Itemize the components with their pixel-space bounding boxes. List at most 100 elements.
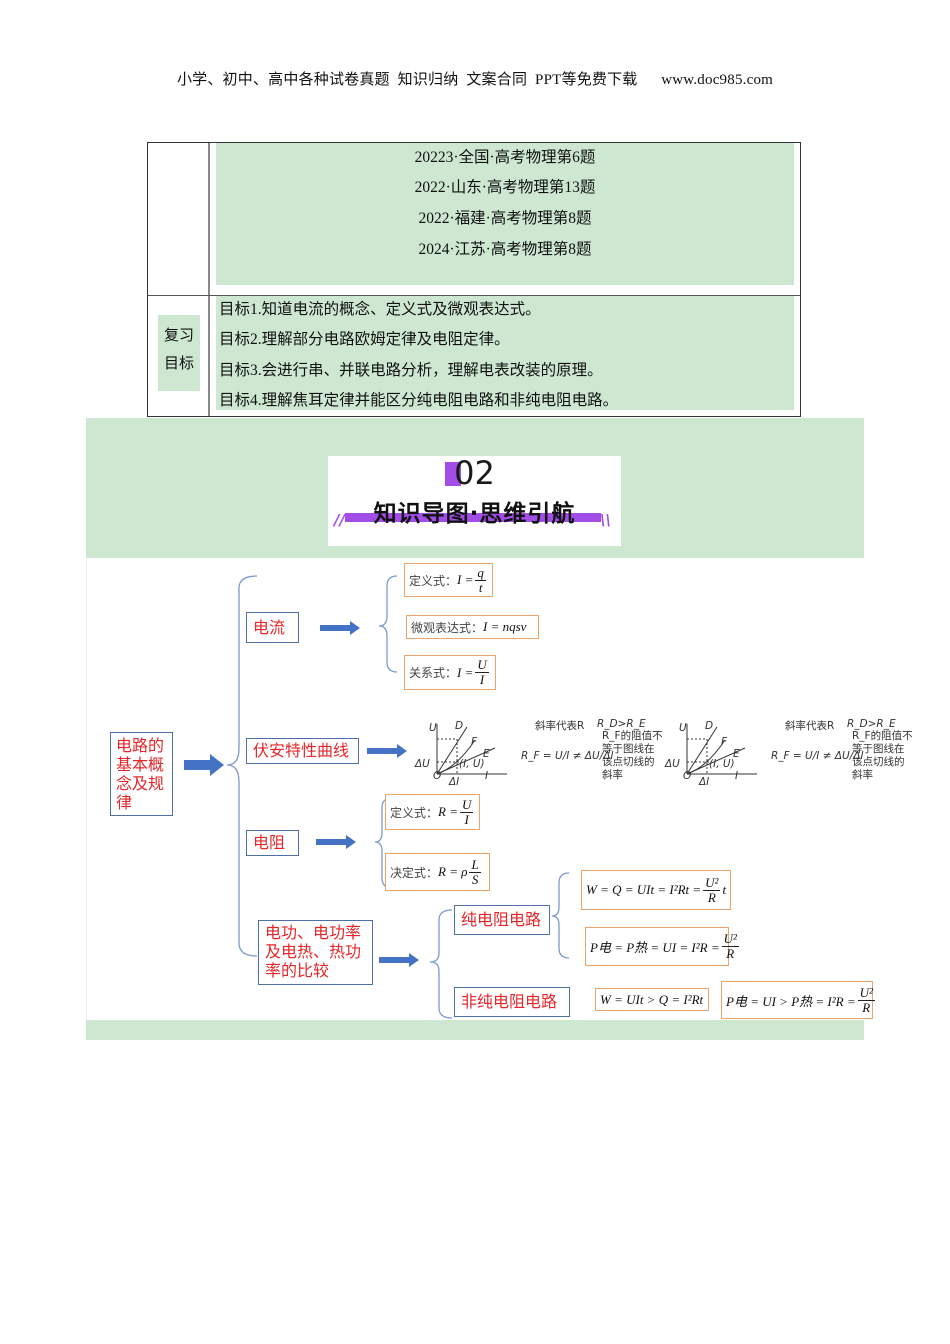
current-bracket [378,575,398,673]
note-line: 斜率 [602,769,623,781]
denominator: t [478,579,483,595]
formula-lhs: W = Q = UIt = I²Rt = [586,882,702,897]
point-label: (I, U) [709,758,735,770]
root-node[interactable]: 电路的 基本概 念及规 律 [110,732,173,816]
vi-graph [436,724,507,775]
node-pure-resistance[interactable]: 纯电阻电路 [454,905,550,935]
exam-list: 20223·全国·高考物理第6题 2022·山东·高考物理第13题 2022·福… [216,143,794,285]
formula-expression: W = UIt > Q = I²Rt [600,991,704,1007]
note-line: 该点切线的 [852,756,905,768]
vi-diagram: U D F E ΔU (I, U) O ΔI I 斜率代表R R_D>R_E R… [415,718,665,788]
curve-label-f: F [471,736,478,748]
vi-graph [686,724,757,775]
formula-label: 决定式： [390,865,439,880]
page-header: 小学、初中、高中各种试卷真题 知识归纳 文案合同 PPT等免费下载 www.do… [0,68,950,89]
rf-formula: R_F = U/I ≠ ΔU/ΔI [521,750,614,762]
delta-i-label: ΔI [699,776,710,788]
node-nonpure-resistance[interactable]: 非纯电阻电路 [454,987,570,1017]
denominator: I [479,672,485,687]
power-label-line: 及电热、热功 [265,942,362,961]
header-text: 小学、初中、高中各种试卷真题 知识归纳 文案合同 PPT等免费下载 [176,72,638,88]
note-line: 该点切线的 [602,756,655,768]
header-url[interactable]: www.doc985.com [661,72,774,88]
delta-u-label: ΔU [665,758,680,770]
goal-item: 目标3.会进行串、并联电路分析，理解电表改装的原理。 [219,362,603,379]
formula-lhs: R = [438,804,458,819]
main-bracket [226,575,258,957]
deco-slash-right: \\ [600,511,611,529]
numerator: U² [721,931,739,947]
origin-label: O [433,770,442,782]
delta-u-label: ΔU [415,758,430,770]
numerator: U [459,796,474,813]
deco-slash-left: // [334,511,345,529]
arrow-icon [379,953,419,967]
node-power-comparison[interactable]: 电功、电功率 及电热、热功 率的比较 [258,920,373,985]
numerator: U² [703,874,721,891]
formula-lhs: R = ρ [438,864,468,879]
arrow-icon [320,621,360,635]
formula-lhs: I = [457,664,474,680]
goal-item: 目标2.理解部分电路欧姆定律及电阻定律。 [219,331,510,348]
formula-lhs: P电 = P热 = UI = I²R = [590,940,720,955]
goal-item: 目标4.理解焦耳定律并能区分纯电阻电路和非纯电阻电路。 [219,392,619,409]
title-underline [345,513,601,522]
formula-lhs: I = [457,572,474,587]
axis-label-u: U [429,722,437,734]
numerator: U² [857,984,875,1001]
node-resistance[interactable]: 电阻 [246,830,299,856]
origin-label: O [683,770,692,782]
pure-bracket [551,872,570,959]
exam-item: 20223·全国·高考物理第6题 [414,149,596,166]
resistance-compare: R_D>R_E [597,718,646,730]
note-line: R_F的阻值不 [602,730,663,742]
curve-label-f: F [721,736,728,748]
note-line: 等于图线在 [852,743,905,755]
formula-expression: I = nqsv [483,619,527,634]
table-row-divider [148,295,800,296]
table-column-divider [208,143,210,416]
numerator: q [475,564,486,581]
exam-item: 2022·福建·高考物理第8题 [418,210,592,227]
denominator: I [464,811,469,827]
axis-label-i: I [485,770,489,782]
formula-lhs: P电 = UI > P热 = I²R = [726,993,856,1009]
root-line: 电路的 [116,736,165,755]
review-table: 20223·全国·高考物理第6题 2022·山东·高考物理第13题 2022·福… [147,142,801,417]
goal-label: 复习 目标 [158,315,200,391]
goal-list: 目标1.知道电流的概念、定义式及微观表达式。 目标2.理解部分电路欧姆定律及电阻… [216,296,794,410]
goal-item: 目标1.知道电流的概念、定义式及微观表达式。 [219,301,541,318]
formula-tail: t [722,882,727,897]
rf-note: R_F的阻值不 等于图线在 该点切线的 斜率 [602,730,663,782]
denominator: R [862,999,871,1015]
rf-note: R_F的阻值不 等于图线在 该点切线的 斜率 [852,730,913,782]
bottom-band [86,1020,864,1040]
denominator: R [707,889,716,905]
point-label: (I, U) [459,758,485,770]
power-label-line: 电功、电功率 [265,923,362,942]
axis-label-u: U [679,722,687,734]
note-line: R_F的阻值不 [852,730,913,742]
power-label-line: 率的比较 [265,961,330,980]
mind-map-connectors [226,575,570,1019]
node-current[interactable]: 电流 [246,612,299,643]
resistance-bracket [374,797,393,889]
formula-label: 定义式： [409,573,458,588]
curve-label-e: E [733,748,740,760]
node-vi-curve[interactable]: 伏安特性曲线 [246,738,359,764]
curve-label-d: D [455,720,464,732]
exam-item: 2022·山东·高考物理第13题 [414,179,596,196]
slope-note: 斜率代表R [785,720,835,732]
resistance-compare: R_D>R_E [847,718,896,730]
